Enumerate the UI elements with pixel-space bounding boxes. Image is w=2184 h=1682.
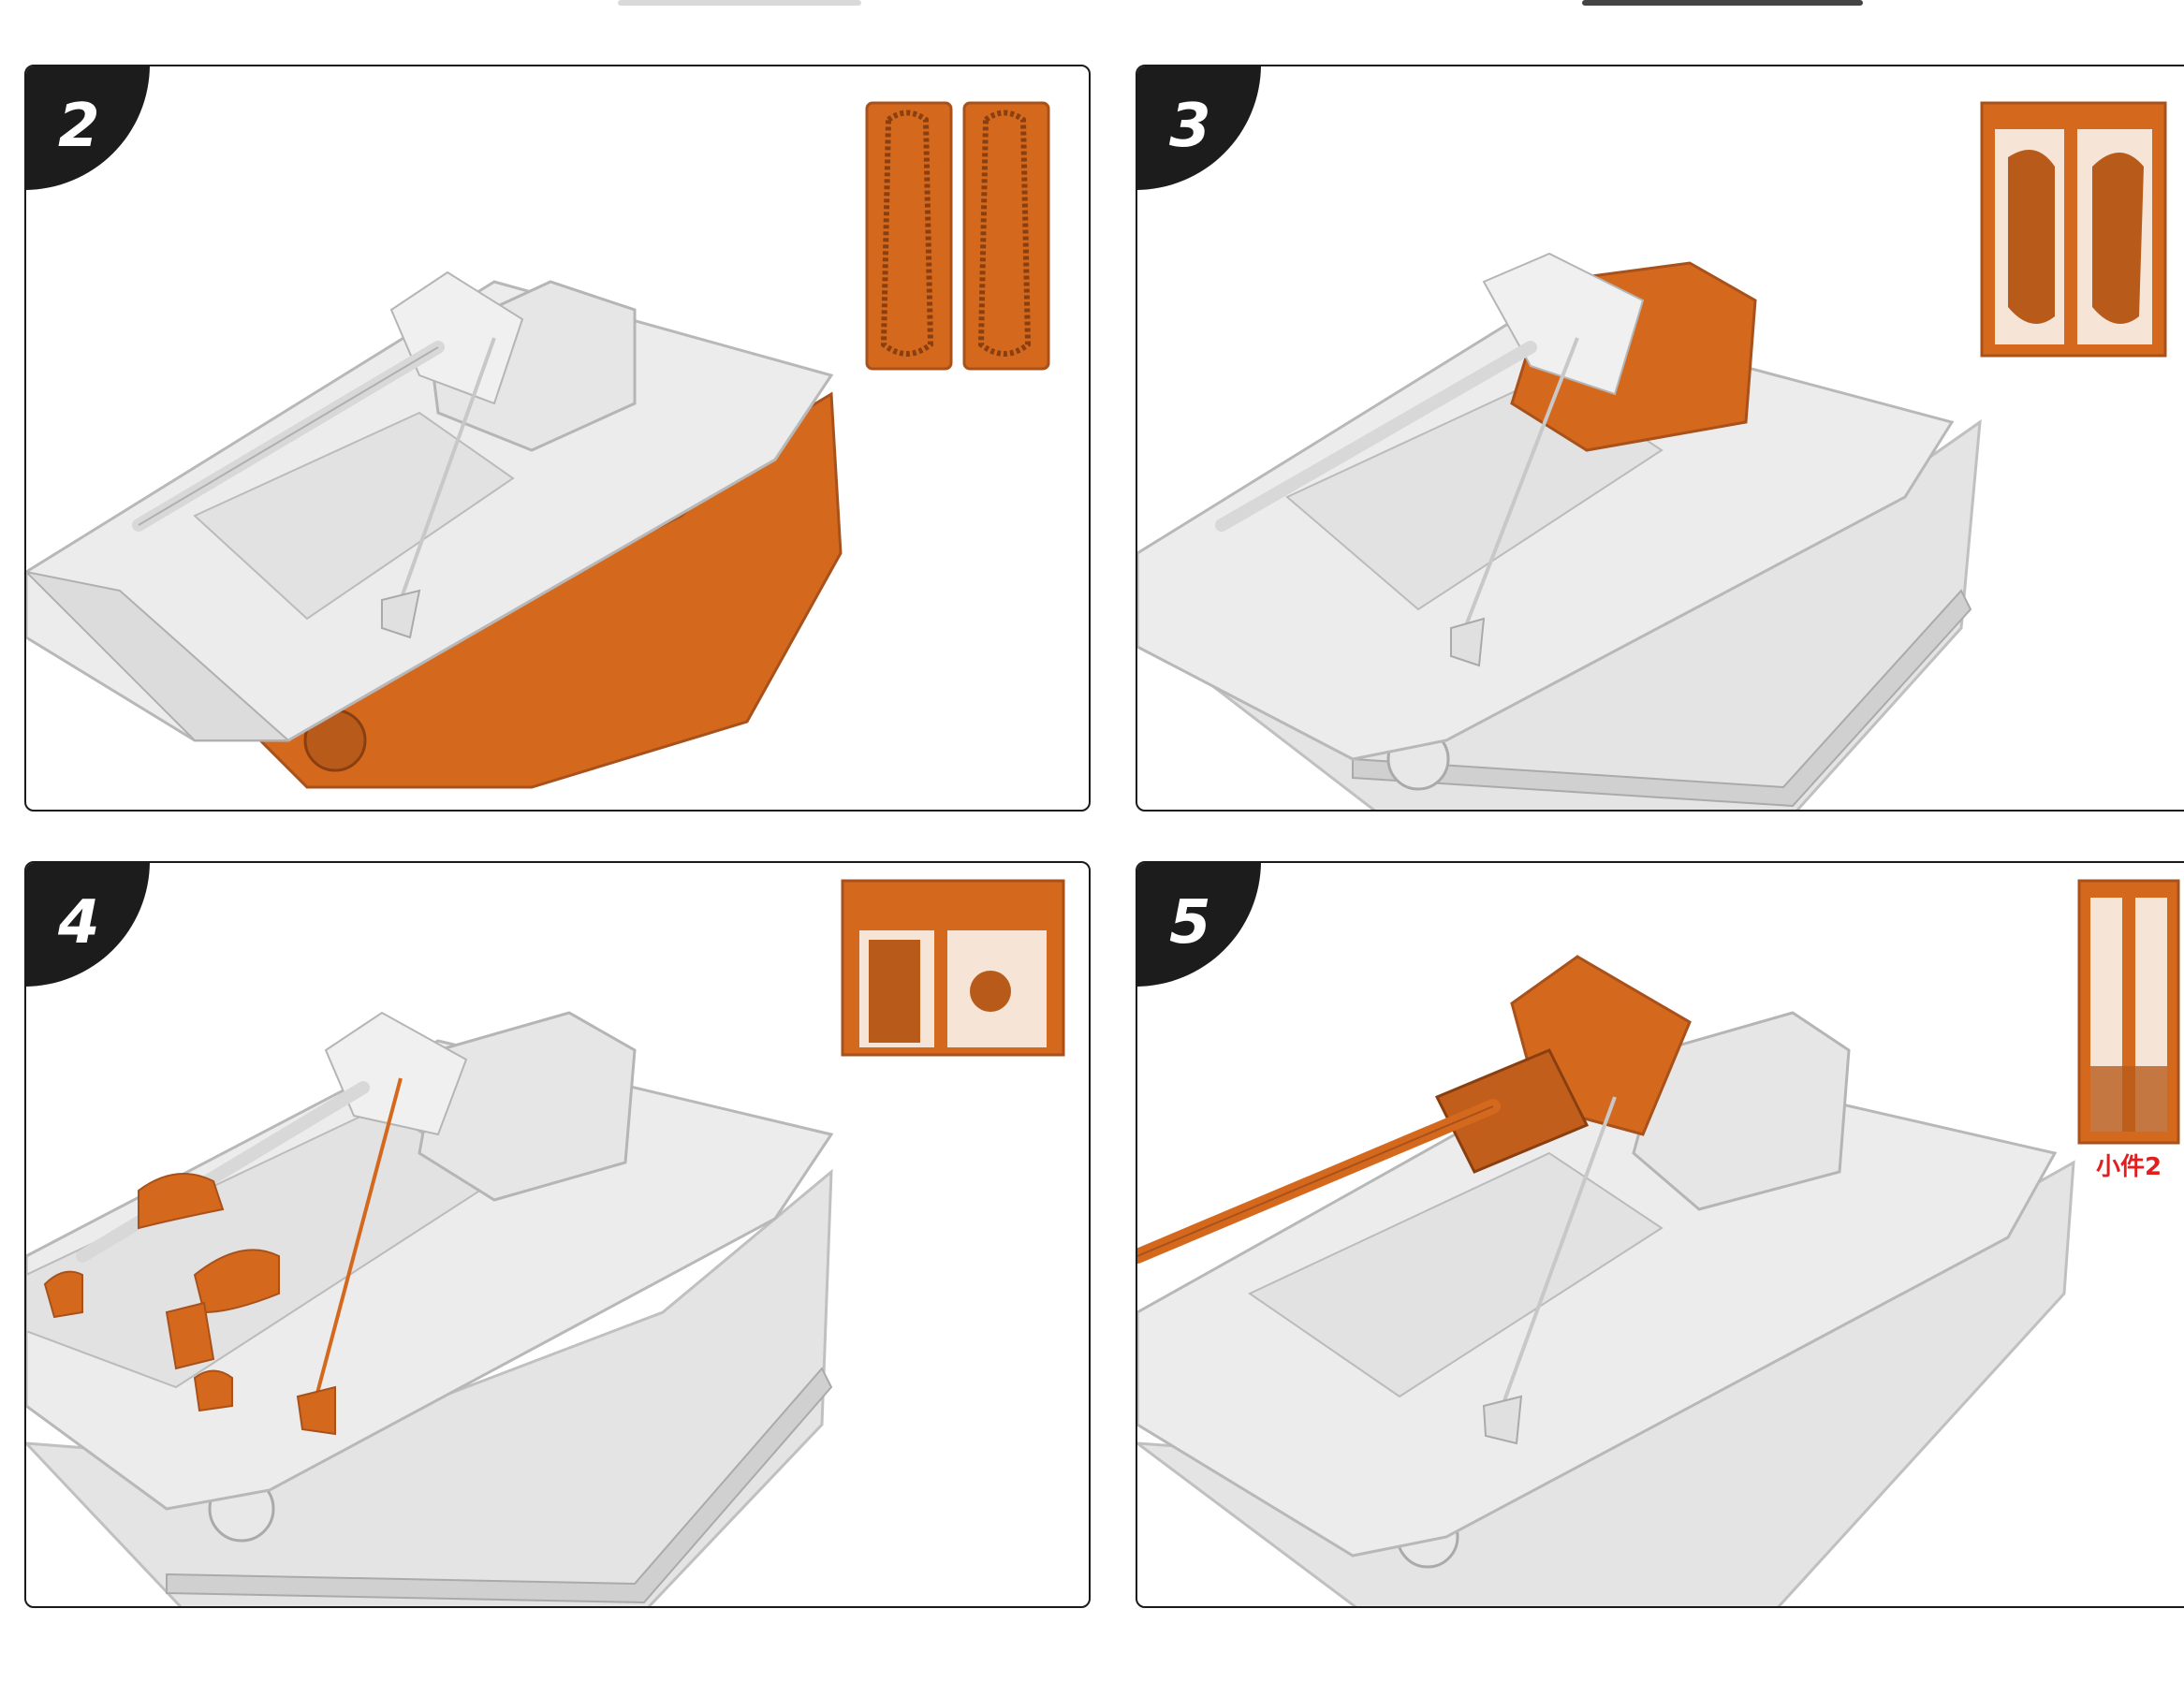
highlighted-hatch-3 xyxy=(43,1270,83,1319)
turret xyxy=(418,1011,637,1202)
sprue-small-parts xyxy=(2077,879,2180,1145)
tank-illustration-step-2 xyxy=(26,271,843,789)
turret xyxy=(1632,1011,1851,1211)
step-panel-2: 2 xyxy=(24,65,1091,812)
highlighted-hatch-1 xyxy=(138,1173,225,1230)
step-panel-5: 小件2 5 xyxy=(1136,861,2184,1608)
sprue-label: 小件2 xyxy=(2095,1153,2162,1181)
cropped-top-edge-left xyxy=(618,0,861,6)
engine-block xyxy=(193,411,515,621)
engine-block xyxy=(1247,1151,1664,1398)
sprue-hatches xyxy=(841,879,1065,1057)
gun-shield xyxy=(324,1011,468,1136)
tank-illustration-step-4 xyxy=(26,1011,834,1606)
antenna xyxy=(1501,1096,1617,1407)
tank-illustration-step-5 xyxy=(1137,955,2075,1606)
highlighted-hatch-4 xyxy=(165,1301,215,1370)
step-badge-5: 5 xyxy=(1137,863,1261,987)
tank-illustration-step-3 xyxy=(1137,252,1982,810)
sprue-turret xyxy=(1980,101,2167,358)
highlighted-hatch-5 xyxy=(193,1369,233,1412)
step-number: 4 xyxy=(58,888,100,958)
highlighted-hatch-2 xyxy=(193,1249,280,1314)
step-panel-3: 3 xyxy=(1136,65,2184,812)
step-number: 2 xyxy=(58,92,100,161)
sprue-tracks xyxy=(865,101,1050,371)
track xyxy=(166,1367,833,1604)
antenna xyxy=(1463,337,1579,629)
step-number: 5 xyxy=(1169,888,1211,958)
cropped-top-edge-right xyxy=(1582,0,1863,6)
highlighted-antenna xyxy=(315,1077,403,1397)
antenna xyxy=(399,337,496,601)
step-panel-4: 4 xyxy=(24,861,1091,1608)
gun-barrel xyxy=(1215,341,1537,532)
highlighted-gun-mount xyxy=(1434,1048,1590,1174)
step-badge-3: 3 xyxy=(1137,66,1261,190)
engine-block xyxy=(26,1104,496,1389)
step-number: 3 xyxy=(1169,92,1211,161)
hull-front-ramp xyxy=(26,570,291,741)
gun-barrel xyxy=(76,1081,370,1263)
